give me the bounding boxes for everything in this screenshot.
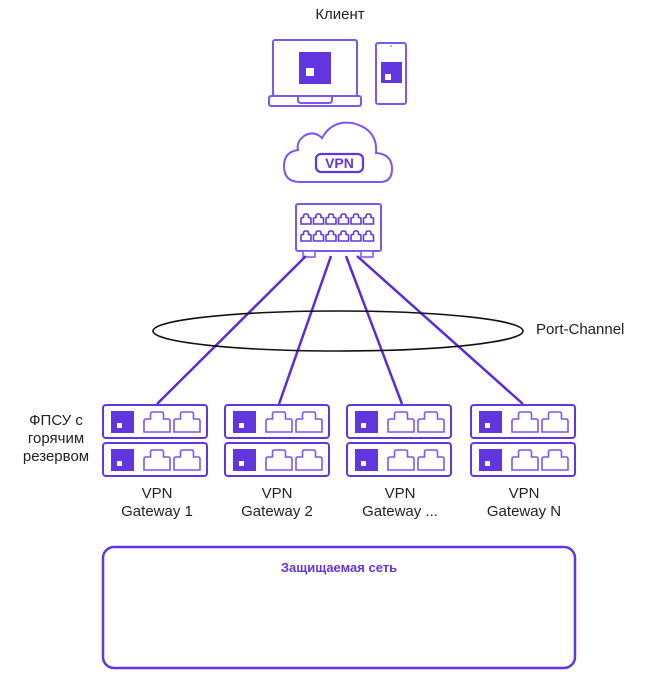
gateway-unit [346,442,452,477]
ethernet-port-icon [511,411,539,433]
ethernet-port-icon [417,449,445,471]
gateway-label-line: Gateway ... [362,503,438,520]
switch-port-icon [325,213,337,225]
ethernet-port-icon [387,449,415,471]
gateway-unit [470,442,576,477]
switch-port-icon [300,213,312,225]
ethernet-port-icon [387,411,415,433]
ethernet-port-icon [541,449,569,471]
switch-port-icon [312,230,325,242]
uplink-lines [156,255,524,405]
ethernet-port-icon [173,449,201,471]
vpn-gateway-icon [470,404,576,477]
phone-icon [375,42,407,105]
switch-icon [295,203,382,258]
ethernet-port-icon [143,411,171,433]
gateway-label-line: Gateway 1 [121,503,193,520]
gateway-module-icon [233,449,256,471]
gateway-module-icon [111,449,134,471]
psu-note-line: ФПСУ с [29,412,83,429]
gateway-label-2: VPN Gateway 2 [222,485,332,521]
client-label: Клиент [315,6,365,23]
gateway-module-icon [479,411,502,433]
port-channel-ellipse [152,310,524,352]
gateway-unit [102,404,208,439]
protected-network-box [101,545,577,670]
gateway-unit [346,404,452,439]
gateway-label-line: Gateway N [486,503,562,520]
switch-port-icon [325,230,337,242]
gateway-label-line: Gateway 2 [241,503,313,520]
ethernet-port-icon [143,449,171,471]
gateway-unit [470,404,576,439]
vpn-gateway-icon [346,404,452,477]
psu-note: ФПСУ с горячим резервом [14,412,98,466]
uplink-line [344,255,404,405]
gateway-module-icon [355,449,378,471]
gateway-label-line: VPN [141,485,173,502]
gateway-unit [224,442,330,477]
gateway-label-line: VPN [261,485,293,502]
switch-port-icon [312,213,325,225]
gateway-unit [224,404,330,439]
gateway-module-icon [233,411,256,433]
port-channel-label: Port-Channel [536,321,625,338]
vpn-cloud-label: VPN [325,155,354,171]
ethernet-port-icon [541,411,569,433]
gateway-label-4: VPN Gateway N [469,485,579,521]
vpn-gateway-icon [224,404,330,477]
psu-note-line: резервом [22,448,90,465]
uplink-line [156,255,307,405]
ethernet-port-icon [265,411,293,433]
vpn-gateway-icon [102,404,208,477]
gateway-label-line: VPN [508,485,540,502]
switch-port-icon [337,213,350,225]
gateway-module-icon [355,411,378,433]
ethernet-port-icon [265,449,293,471]
psu-note-line: горячим [27,430,85,447]
laptop-icon [268,39,362,107]
cloud-icon [282,121,394,183]
gateway-module-icon [479,449,502,471]
gateway-module-icon [111,411,134,433]
ethernet-port-icon [511,449,539,471]
gateway-label-3: VPN Gateway ... [345,485,455,521]
switch-port-icon [337,230,350,242]
ethernet-port-icon [173,411,201,433]
uplink-line [277,255,333,405]
switch-port-icon [350,230,362,242]
switch-port-icon [300,230,312,242]
switch-port-icon [362,213,375,225]
ethernet-port-icon [295,449,323,471]
ethernet-port-icon [417,411,445,433]
switch-port-icon [350,213,362,225]
switch-port-icon [362,230,375,242]
gateway-label-1: VPN Gateway 1 [102,485,212,521]
gateway-label-line: VPN [384,485,416,502]
uplink-line [356,255,524,405]
gateway-unit [102,442,208,477]
protected-network-label: Защищаемая сеть [280,560,398,575]
ethernet-port-icon [295,411,323,433]
